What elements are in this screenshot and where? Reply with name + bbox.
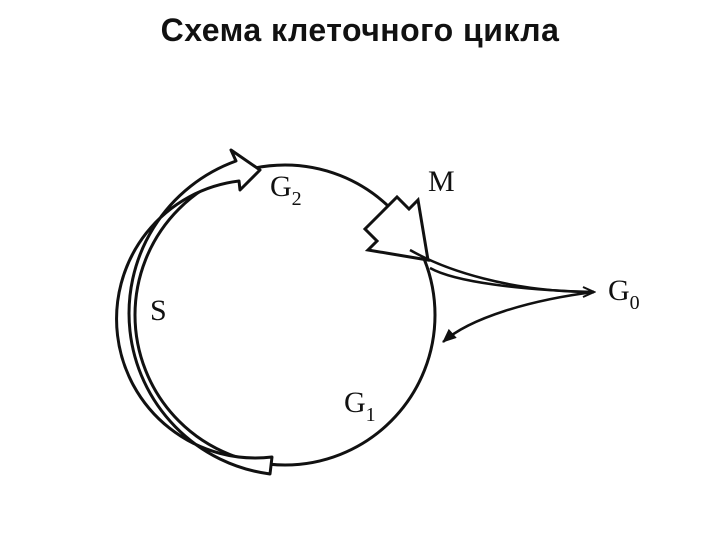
label-m: M — [428, 165, 455, 198]
label-g0: G0 — [608, 274, 640, 314]
label-g2: G2 — [270, 170, 302, 210]
label-s: S — [150, 294, 167, 327]
slide-title: Схема клеточного цикла — [160, 12, 560, 48]
label-g1: G1 — [344, 386, 376, 426]
m-phase-arrow — [362, 194, 430, 262]
g0-return-arrow — [442, 290, 595, 343]
g0-exit-lower-curve — [429, 266, 595, 294]
cycle-circle — [133, 163, 437, 467]
s-phase-band — [115, 148, 274, 476]
